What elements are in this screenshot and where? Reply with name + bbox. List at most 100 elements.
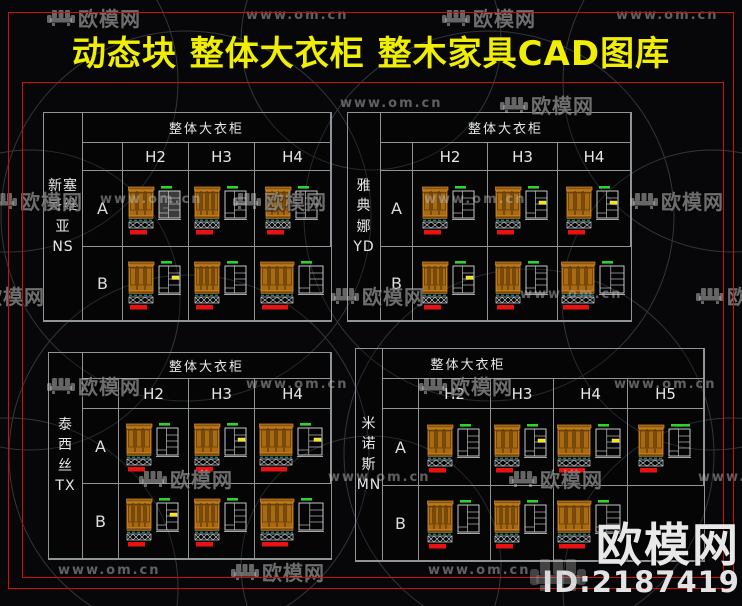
asset-id-label: ID:2187419 bbox=[542, 565, 740, 600]
wardrobe-block-drawing bbox=[422, 260, 475, 309]
drawing-cell-MN-A-H4 bbox=[554, 409, 628, 486]
series-label-line: 诺 bbox=[361, 436, 377, 453]
column-header-H4: H4 bbox=[255, 379, 331, 409]
column-header-H4: H4 bbox=[554, 379, 628, 409]
wardrobe-block-drawing bbox=[125, 423, 179, 472]
corner-cell bbox=[381, 143, 413, 171]
sofa-logo-icon bbox=[530, 558, 587, 591]
page-title: 动态块 整体大衣柜 整木家具CAD图库 bbox=[71, 34, 671, 74]
wardrobe-block-drawing bbox=[125, 498, 179, 547]
corner-cell bbox=[83, 143, 123, 171]
column-header-H3: H3 bbox=[488, 143, 558, 171]
wardrobe-block-drawing bbox=[127, 260, 181, 309]
drawing-cell-NS-A-H4 bbox=[255, 171, 331, 247]
drawing-cell-MN-B-H5 bbox=[628, 486, 704, 561]
drawing-cell-YD-B-H2 bbox=[413, 247, 488, 321]
row-label-B: B bbox=[83, 247, 123, 321]
drawing-cell-NS-B-H3 bbox=[189, 247, 255, 321]
wardrobe-block-drawing bbox=[557, 500, 621, 549]
table-header: 整体大衣柜 bbox=[381, 113, 631, 143]
wardrobe-block-drawing bbox=[426, 500, 480, 549]
wardrobe-block-drawing bbox=[426, 424, 480, 473]
wardrobe-block-drawing bbox=[193, 260, 247, 309]
series-label-line: 丝 bbox=[58, 457, 73, 474]
row-label-B: B bbox=[383, 486, 419, 561]
wardrobe-block-drawing bbox=[193, 185, 247, 234]
wardrobe-block-drawing bbox=[566, 185, 619, 234]
series-label-line: 新塞 bbox=[48, 178, 78, 195]
brand-site-name: 欧模网 bbox=[596, 517, 740, 572]
wardrobe-block-drawing bbox=[494, 185, 548, 234]
wardrobe-block-drawing bbox=[259, 260, 324, 309]
row-label-A: A bbox=[83, 171, 123, 247]
wardrobe-block-drawing bbox=[127, 185, 181, 234]
series-label-line: 哥维 bbox=[48, 198, 78, 215]
table-header: 整体大衣柜 bbox=[83, 113, 331, 143]
drawing-cell-TX-B-H2 bbox=[119, 484, 189, 559]
drawing-cell-MN-A-H3 bbox=[491, 409, 554, 486]
column-header-H4: H4 bbox=[255, 143, 331, 171]
column-header-H3: H3 bbox=[189, 143, 255, 171]
series-label-line: MN bbox=[356, 476, 382, 493]
drawing-cell-TX-A-H4 bbox=[255, 409, 331, 484]
drawing-cell-NS-A-H2 bbox=[123, 171, 189, 247]
drawing-cell-YD-A-H3 bbox=[488, 171, 558, 247]
drawing-cell-NS-A-H3 bbox=[189, 171, 255, 247]
table-header-text: 整体大衣柜 bbox=[467, 122, 543, 137]
drawing-cell-TX-A-H3 bbox=[189, 409, 255, 484]
column-header-H2: H2 bbox=[413, 143, 488, 171]
table-header-text: 整体大衣柜 bbox=[430, 358, 506, 373]
drawing-cell-MN-A-H5 bbox=[628, 409, 704, 486]
wardrobe-block-drawing bbox=[264, 185, 318, 234]
drawing-cell-YD-B-H4 bbox=[558, 247, 631, 321]
table-header: 整体大衣柜 bbox=[383, 349, 704, 379]
series-label-line: 典 bbox=[356, 198, 372, 215]
wardrobe-block-drawing bbox=[561, 260, 625, 309]
column-header-H2: H2 bbox=[119, 379, 189, 409]
series-label-line: YD bbox=[353, 238, 375, 255]
series-label-line: 西 bbox=[58, 437, 73, 454]
column-header-H2: H2 bbox=[419, 379, 491, 409]
drawing-cell-TX-A-H2 bbox=[119, 409, 189, 484]
drawing-cell-NS-B-H2 bbox=[123, 247, 189, 321]
row-label-A: A bbox=[381, 171, 413, 247]
row-label-A: A bbox=[83, 409, 119, 484]
series-label: 新塞哥维亚 NS bbox=[44, 113, 83, 321]
drawing-cell-TX-B-H3 bbox=[189, 484, 255, 559]
wardrobe-block-drawing bbox=[193, 423, 247, 472]
series-label: 雅典娜 YD bbox=[348, 113, 381, 321]
brand-watermark: 欧模网 ID:2187419 bbox=[530, 517, 740, 600]
column-header-H5: H5 bbox=[628, 379, 704, 409]
drawing-cell-MN-B-H3 bbox=[491, 486, 554, 561]
row-label-B: B bbox=[83, 484, 119, 559]
wardrobe-block-drawing bbox=[259, 498, 324, 547]
series-label-line: 泰 bbox=[58, 417, 73, 434]
drawing-cell-MN-B-H2 bbox=[419, 486, 491, 561]
series-label-line: 雅 bbox=[356, 178, 372, 195]
series-label-line: NS bbox=[52, 238, 74, 255]
table-header: 整体大衣柜 bbox=[83, 353, 331, 379]
drawing-cell-YD-B-H3 bbox=[488, 247, 558, 321]
column-header-H3: H3 bbox=[189, 379, 255, 409]
wardrobe-block-drawing bbox=[259, 423, 323, 472]
column-header-H2: H2 bbox=[123, 143, 189, 171]
drawing-cell-YD-A-H2 bbox=[413, 171, 488, 247]
column-header-H3: H3 bbox=[491, 379, 554, 409]
wardrobe-block-drawing bbox=[557, 424, 621, 473]
column-header-H4: H4 bbox=[558, 143, 631, 171]
wardrobe-block-drawing bbox=[494, 500, 547, 549]
drawing-cell-YD-A-H4 bbox=[558, 171, 631, 247]
series-label-line: 娜 bbox=[356, 218, 372, 235]
wardrobe-block-drawing bbox=[494, 424, 547, 473]
series-label-line: 亚 bbox=[55, 218, 71, 235]
row-label-A: A bbox=[383, 409, 419, 486]
series-label-line: 斯 bbox=[361, 456, 377, 473]
table-header-text: 整体大衣柜 bbox=[168, 122, 244, 137]
sofa-logo-icon bbox=[528, 557, 588, 596]
